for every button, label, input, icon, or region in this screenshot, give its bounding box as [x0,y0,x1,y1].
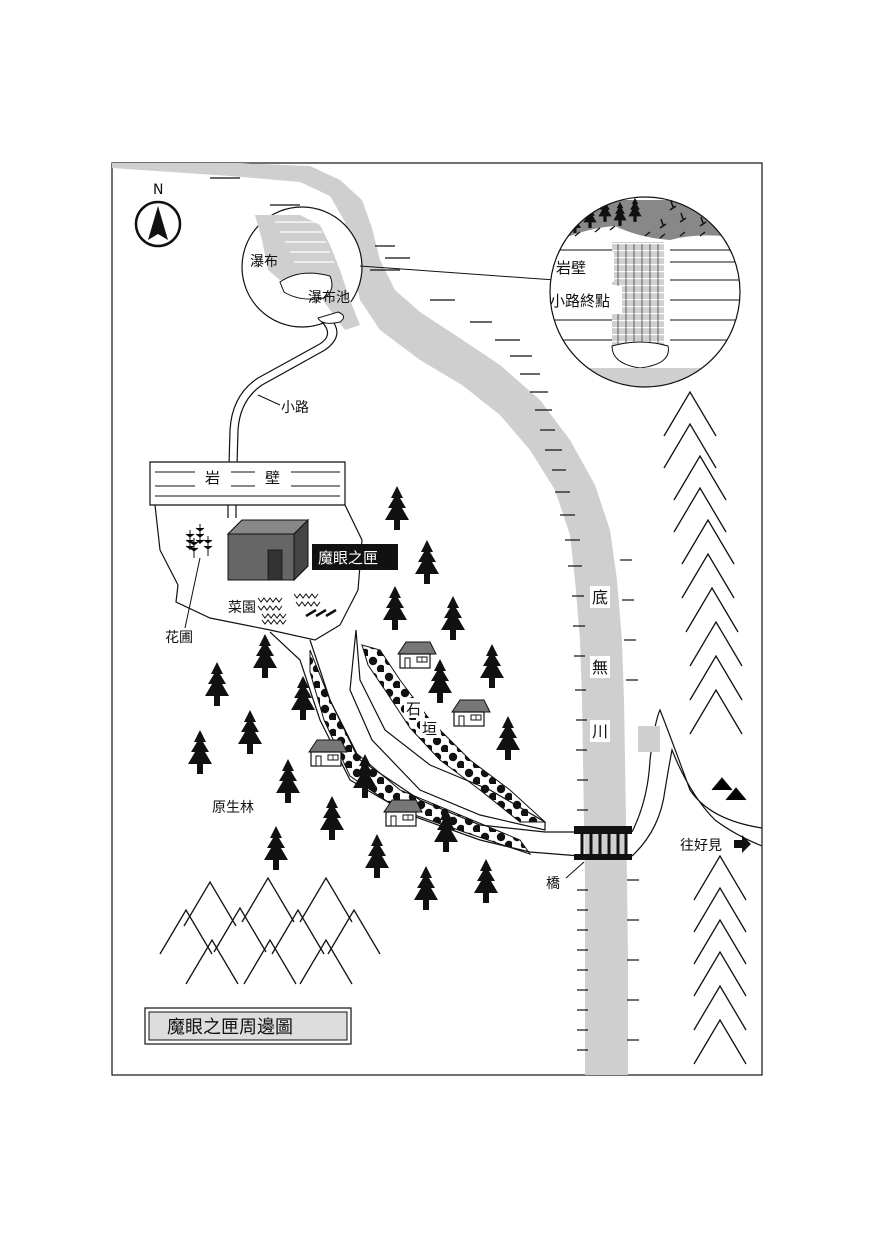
cliff-left-label: 岩 [205,469,220,487]
flower-garden [184,524,213,629]
box-label: 魔眼之匣 [318,549,378,567]
north-arrow-icon: N [134,182,182,248]
vegetable-garden [257,593,337,625]
primeval-forest-label: 原生林 [212,800,254,816]
stone-wall: 石 垣 [309,644,547,855]
bridge [565,826,632,879]
east-road [631,708,763,857]
cliff-wall: 岩 壁 [149,461,346,506]
map-title: 魔眼之匣周邊圖 [167,1017,293,1038]
to-town-label: 往好見 [680,838,722,854]
waterfall-detail: 瀑布 瀑布池 [241,206,363,330]
inset-cliff-label: 岩壁 [556,259,586,277]
river [112,163,639,1075]
waterfall-pool-label: 瀑布池 [308,290,350,306]
map-title-box: 魔眼之匣周邊圖 [144,1007,352,1045]
bridge-label: 橋 [546,876,560,892]
house [451,699,491,727]
right-arrow-icon [734,835,751,853]
stone-wall-label-1: 石 [406,700,421,718]
river-label-2: 無 [592,658,608,677]
house [308,739,348,767]
flower-garden-label: 花圃 [165,630,193,646]
compass-label: N [153,182,163,198]
path [227,317,338,518]
river-labels: 底 無 川 [590,586,610,742]
cliff-right-label: 壁 [265,469,280,487]
stone-wall-label-2: 垣 [422,720,437,738]
river-label-3: 川 [592,722,608,741]
plateau-outline [154,504,363,641]
house [397,641,437,669]
house [383,799,423,827]
leader-line [359,265,556,281]
inset-path-end-label: 小路終點 [550,292,610,310]
river-label-1: 底 [592,588,608,607]
waterfall-label: 瀑布 [250,254,278,270]
box-building: 魔眼之匣 [226,518,398,582]
vegetable-garden-label: 菜園 [228,600,256,616]
path-label: 小路 [281,400,309,416]
